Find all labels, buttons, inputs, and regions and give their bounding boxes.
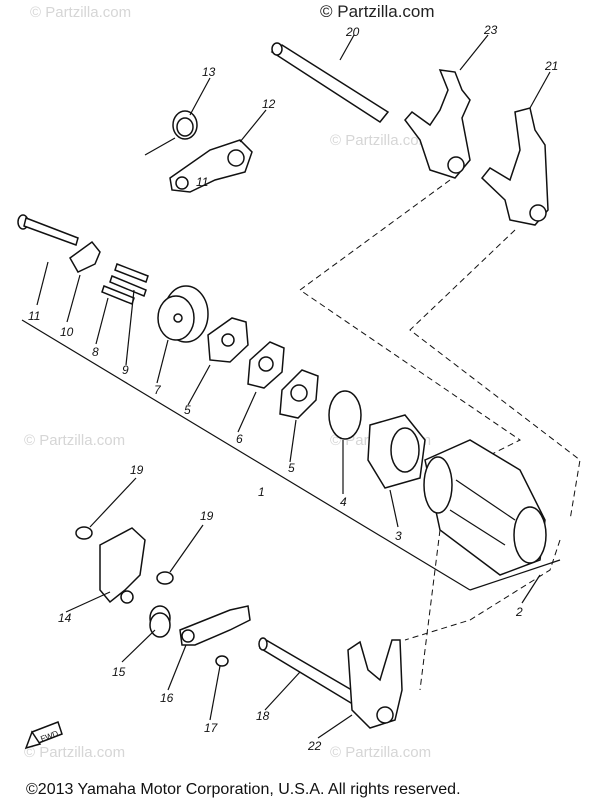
callout-9: 9 <box>122 363 129 377</box>
part-shift-fork-23 <box>404 69 471 179</box>
callout-5a: 5 <box>184 403 191 417</box>
callout-6: 6 <box>236 432 243 446</box>
watermark-faint: © Partzilla.com <box>24 744 126 761</box>
callout-16: 16 <box>160 691 174 705</box>
fwd-arrow: FWD <box>24 721 63 750</box>
watermark-faint: © Partzilla.com <box>24 432 126 449</box>
part-spring-13 <box>144 110 198 156</box>
guide-path <box>404 539 561 641</box>
callout-17: 17 <box>204 721 219 735</box>
part-plate-6 <box>247 341 285 389</box>
leader-lines <box>36 34 551 739</box>
part-shift-rod <box>270 42 390 123</box>
callout-numbers: 20 23 21 13 12 11 10 8 9 7 5 6 5 1 4 3 2… <box>28 23 558 753</box>
guide-path <box>409 229 581 521</box>
callout-3: 3 <box>395 529 402 543</box>
part-circlip-19b <box>156 571 174 585</box>
callout-8: 8 <box>92 345 99 359</box>
callout-19b: 19 <box>200 509 214 523</box>
part-segment-10 <box>69 240 101 273</box>
part-shift-arm-14 <box>99 527 146 604</box>
part-shift-fork-22 <box>347 639 403 729</box>
callout-1: 1 <box>258 485 265 499</box>
part-shift-fork-21 <box>480 107 549 226</box>
part-bolt-11 <box>17 214 79 246</box>
reference-line <box>21 319 471 591</box>
callout-15: 15 <box>112 665 126 679</box>
reference-line <box>469 559 561 591</box>
callout-2: 2 <box>515 605 523 619</box>
part-stopper-16 <box>179 605 251 646</box>
guide-path <box>419 529 441 691</box>
callout-12: 12 <box>262 97 276 111</box>
part-circlip-19a <box>75 526 93 540</box>
watermark-faint: © Partzilla.com <box>330 132 432 149</box>
callout-20: 20 <box>345 25 360 39</box>
part-clip-17 <box>215 655 229 667</box>
callout-11b: 11 <box>196 175 208 189</box>
part-bearing-3 <box>367 414 426 489</box>
callout-22: 22 <box>307 739 322 753</box>
part-circlip-4 <box>328 390 362 440</box>
watermark-faint: © Partzilla.com <box>330 744 432 761</box>
part-plate-5 <box>207 317 249 363</box>
watermark-faint: © Partzilla.com <box>30 4 132 21</box>
part-guide-bar-18 <box>258 637 364 708</box>
callout-5b: 5 <box>288 461 295 475</box>
callout-19a: 19 <box>130 463 144 477</box>
watermark-top: © Partzilla.com <box>320 2 435 21</box>
part-lever-12 <box>169 139 253 193</box>
part-spring-15 <box>149 605 171 638</box>
part-shift-drum-2 <box>423 439 547 576</box>
callout-21: 21 <box>544 59 558 73</box>
callout-4: 4 <box>340 495 347 509</box>
part-plate-5b <box>279 369 319 419</box>
part-cam-7 <box>157 285 209 343</box>
callout-14: 14 <box>58 611 72 625</box>
callout-18: 18 <box>256 709 270 723</box>
callout-10: 10 <box>60 325 74 339</box>
callout-13: 13 <box>202 65 216 79</box>
callout-23: 23 <box>483 23 498 37</box>
copyright-notice: ©2013 Yamaha Motor Corporation, U.S.A. A… <box>26 781 461 798</box>
callout-11: 11 <box>28 309 40 323</box>
callout-7: 7 <box>154 383 162 397</box>
part-pins-8-9 <box>101 263 149 305</box>
